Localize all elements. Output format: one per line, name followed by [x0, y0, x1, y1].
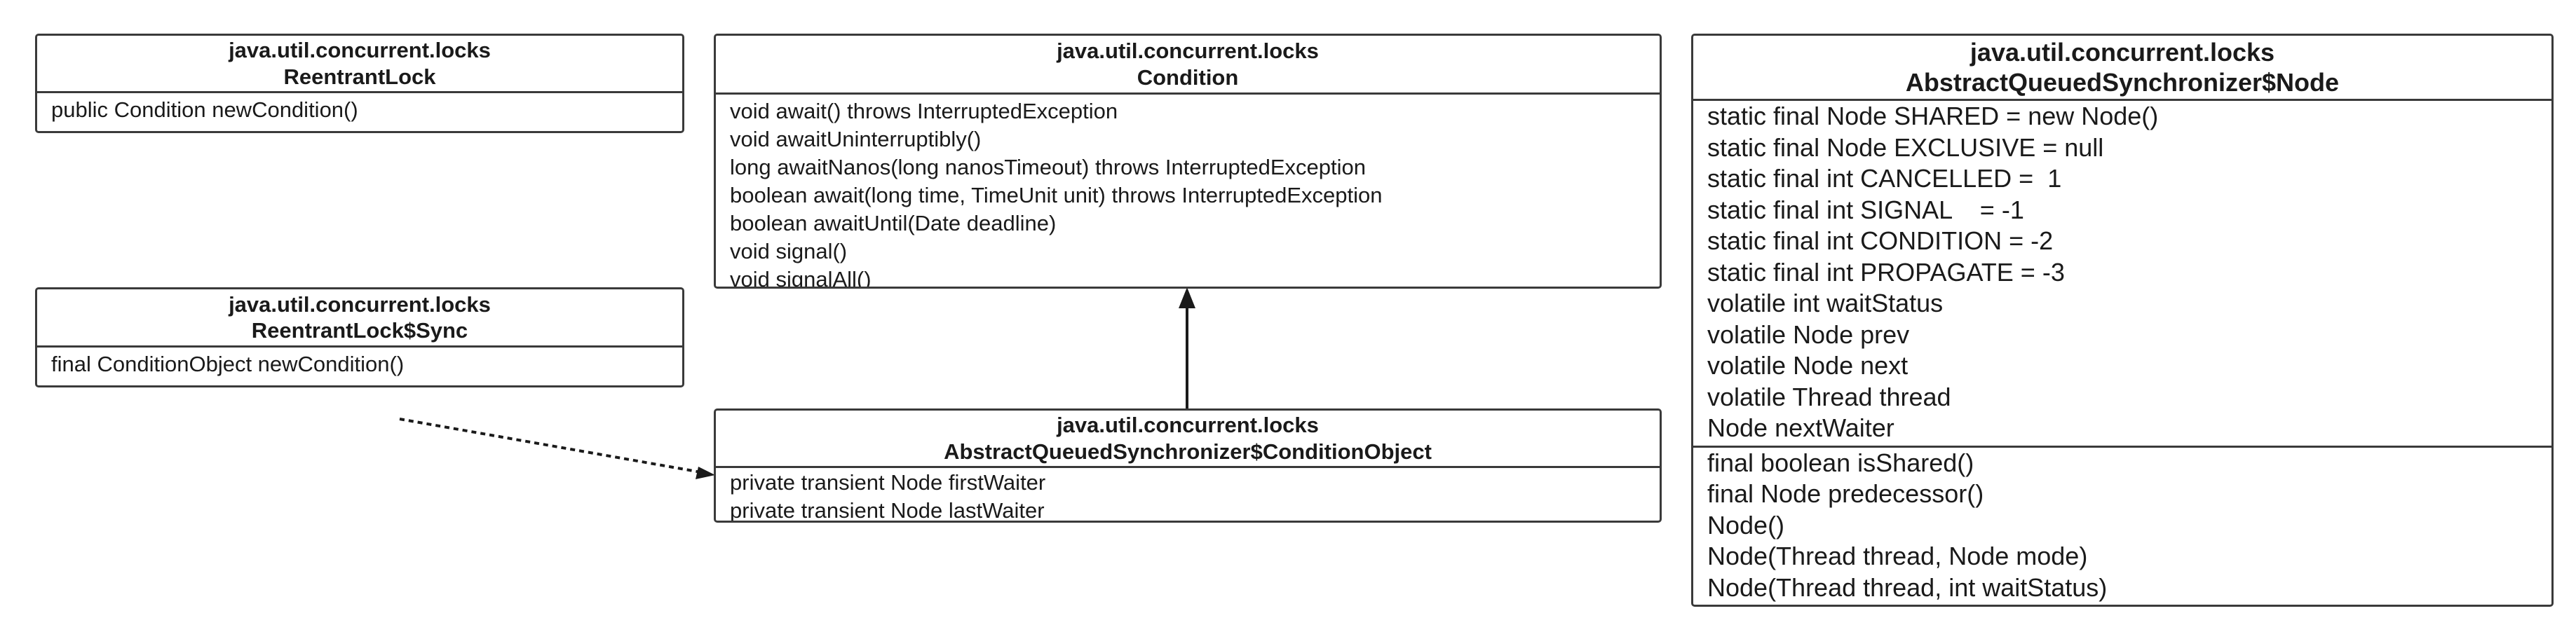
- method: boolean awaitUntil(Date deadline): [730, 211, 1057, 235]
- dependency-arrow: [399, 418, 715, 479]
- class-name: ReentrantLock: [283, 64, 436, 89]
- realization-arrow: [1179, 287, 1195, 408]
- package-name: java.util.concurrent.locks: [1057, 39, 1319, 64]
- field: private transient Node firstWaiter: [730, 470, 1046, 495]
- field: static final Node EXCLUSIVE = null: [1707, 132, 2104, 162]
- methods-section: public Condition newCondition(): [37, 93, 682, 127]
- package-name: java.util.concurrent.locks: [1970, 37, 2275, 67]
- field: volatile int waitStatus: [1707, 289, 1944, 317]
- method: void awaitUninterruptibly(): [730, 127, 982, 151]
- method: void await() throws InterruptedException: [730, 99, 1118, 123]
- dashed-arrow-head-icon: [696, 467, 715, 479]
- field: volatile Node next: [1707, 351, 1909, 380]
- method: void signal(): [730, 239, 848, 263]
- fields-section: static final Node SHARED = new Node() st…: [1693, 101, 2551, 446]
- method: Node(Thread thread, Node mode): [1707, 542, 2088, 570]
- class-header: java.util.concurrent.locks ReentrantLock: [37, 36, 682, 93]
- class-name: ReentrantLock$Sync: [251, 318, 468, 343]
- method: Node(Thread thread, int waitStatus): [1707, 572, 2108, 602]
- method: boolean await(long time, TimeUnit unit) …: [730, 183, 1383, 207]
- field: volatile Thread thread: [1707, 382, 1951, 411]
- package-name: java.util.concurrent.locks: [229, 38, 491, 63]
- methods-section: final ConditionObject newCondition(): [37, 348, 682, 381]
- method: final Node predecessor(): [1707, 479, 1984, 508]
- field: static final int CANCELLED = 1: [1707, 164, 2062, 193]
- class-name: AbstractQueuedSynchronizer$Node: [1905, 68, 2340, 97]
- method: final boolean isShared(): [1707, 448, 1974, 477]
- interface-header: java.util.concurrent.locks Condition: [716, 36, 1660, 95]
- field: static final int PROPAGATE = -3: [1707, 257, 2065, 287]
- method: void signalAll(): [730, 267, 872, 289]
- field: static final int CONDITION = -2: [1707, 226, 2054, 255]
- class-header: java.util.concurrent.locks AbstractQueue…: [716, 411, 1660, 468]
- condition-object-box: java.util.concurrent.locks AbstractQueue…: [714, 408, 1662, 523]
- field: Node nextWaiter: [1707, 413, 1894, 442]
- class-header: java.util.concurrent.locks AbstractQueue…: [1693, 36, 2551, 101]
- field: static final Node SHARED = new Node(): [1707, 102, 2159, 130]
- method: public Condition newCondition(): [51, 97, 358, 122]
- reentrant-lock-sync-box: java.util.concurrent.locks ReentrantLock…: [35, 287, 684, 387]
- method: final ConditionObject newCondition(): [51, 352, 405, 376]
- field: volatile Node prev: [1707, 320, 1910, 349]
- class-name: AbstractQueuedSynchronizer$ConditionObje…: [944, 439, 1432, 464]
- node-box: java.util.concurrent.locks AbstractQueue…: [1691, 34, 2554, 607]
- methods-section: void await() throws InterruptedException…: [716, 95, 1660, 289]
- method: Node(): [1707, 510, 1785, 540]
- class-header: java.util.concurrent.locks ReentrantLock…: [37, 289, 682, 348]
- package-name: java.util.concurrent.locks: [1057, 413, 1319, 438]
- field: static final int SIGNAL = -1: [1707, 195, 2024, 224]
- class-name: Condition: [1137, 64, 1239, 90]
- fields-section: private transient Node firstWaiter priva…: [716, 468, 1660, 523]
- method: long awaitNanos(long nanosTimeout) throw…: [730, 155, 1366, 179]
- methods-section: final boolean isShared() final Node pred…: [1693, 445, 2551, 605]
- condition-box: java.util.concurrent.locks Condition voi…: [714, 34, 1662, 289]
- reentrant-lock-box: java.util.concurrent.locks ReentrantLock…: [35, 34, 684, 133]
- package-name: java.util.concurrent.locks: [229, 291, 491, 317]
- arrow-head-icon: [1179, 287, 1195, 308]
- field: private transient Node lastWaiter: [730, 498, 1045, 523]
